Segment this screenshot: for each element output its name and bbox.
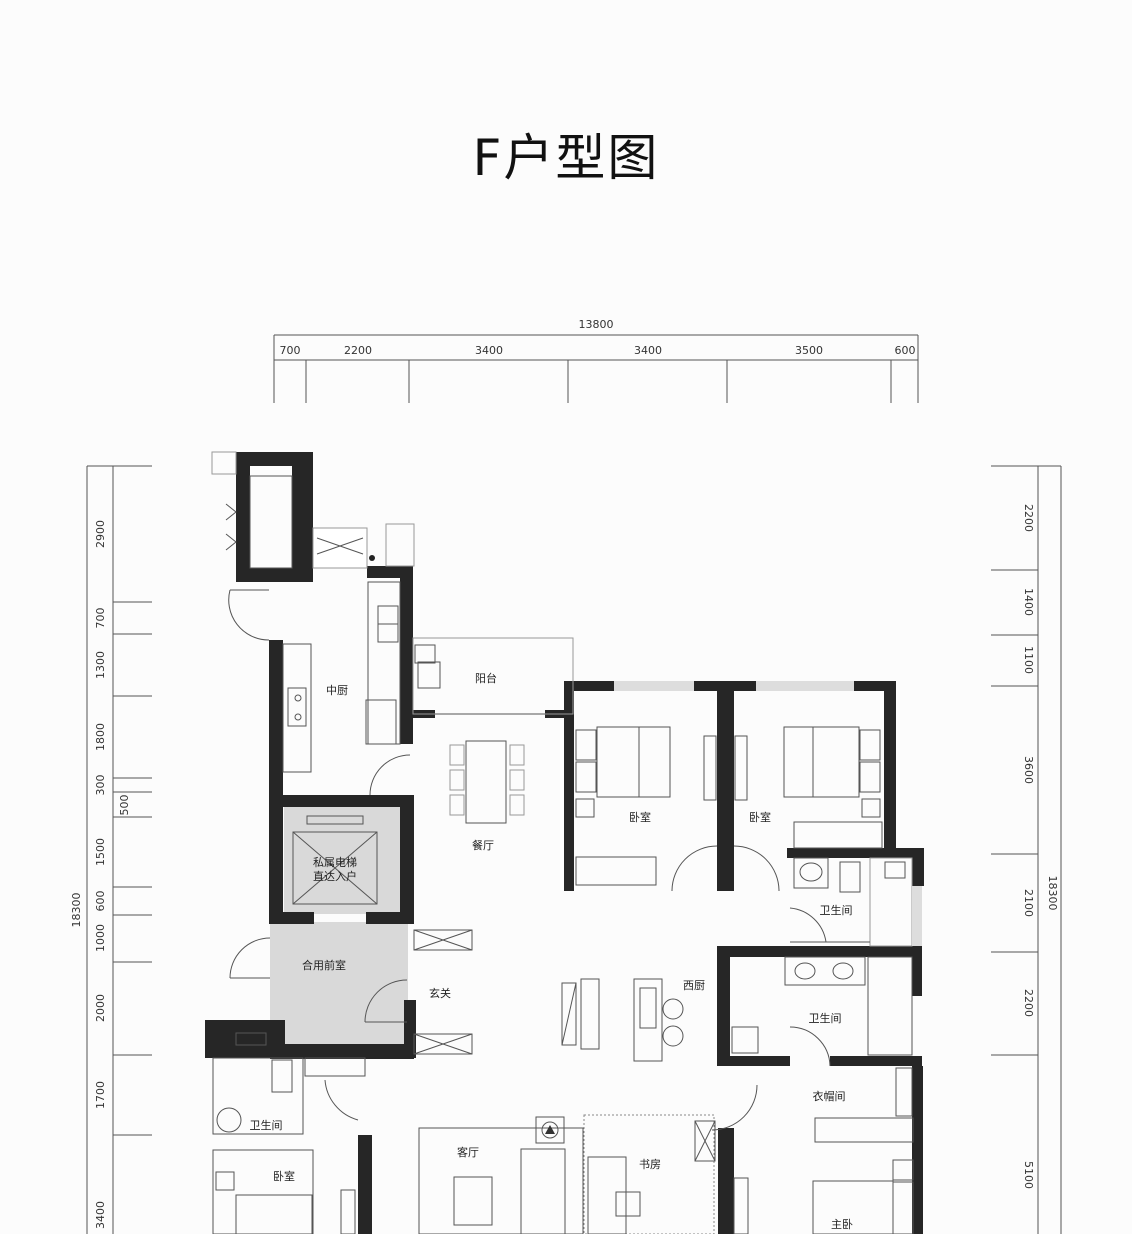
room-label-living: 客厅: [457, 1145, 479, 1159]
right-dim-1: 2200: [1022, 504, 1035, 532]
left-dim-5: 300: [94, 775, 107, 796]
fixtures: [211, 451, 922, 1234]
top-dim-2: 2200: [344, 344, 372, 357]
room-label-closet: 衣帽间: [813, 1089, 846, 1103]
left-dim-8: 600: [94, 891, 107, 912]
right-dimension: [991, 465, 1062, 1234]
left-dimension: [86, 465, 152, 1234]
room-label-bedroom-2: 卧室: [749, 810, 771, 824]
left-dim-7: 1500: [94, 838, 107, 866]
room-label-western-kitchen: 西厨: [683, 979, 705, 992]
right-dim-2: 1400: [1022, 588, 1035, 616]
room-label-elevator-1: 私属电梯: [313, 856, 357, 869]
room-label-balcony: 阳台: [475, 671, 497, 685]
room-label-elevator-2: 直达入户: [313, 869, 357, 883]
left-dim-12: 3400: [94, 1201, 107, 1229]
left-dim-10: 2000: [94, 994, 107, 1022]
room-label-study: 书房: [639, 1158, 661, 1171]
page-title: F户型图: [472, 129, 660, 187]
top-dim-5: 3500: [795, 344, 823, 357]
right-dim-6: 2200: [1022, 989, 1035, 1017]
left-dim-9: 1000: [94, 924, 107, 952]
room-label-shared-lobby: 合用前室: [302, 958, 346, 972]
room-label-foyer: 玄关: [429, 986, 451, 1000]
room-label-dining: 餐厅: [472, 838, 494, 852]
left-dim-2: 700: [94, 608, 107, 629]
room-label-bathroom-3: 卫生间: [250, 1118, 283, 1132]
shared-lobby-floor: [270, 922, 408, 1044]
right-total-dim: 18300: [1046, 876, 1059, 911]
top-dimension: [273, 334, 919, 403]
room-label-kitchen: 中厨: [326, 684, 348, 697]
top-dim-6: 600: [895, 344, 916, 357]
room-label-bedroom-1: 卧室: [629, 810, 651, 824]
top-dim-3: 3400: [475, 344, 503, 357]
left-dim-11: 1700: [94, 1081, 107, 1109]
top-total-dim: 13800: [579, 318, 614, 331]
room-label-bedroom-3: 卧室: [273, 1169, 295, 1183]
room-label-bathroom-2: 卫生间: [809, 1011, 842, 1025]
room-label-master-bedroom: 主卧: [831, 1218, 853, 1231]
left-total-dim: 18300: [70, 893, 83, 928]
left-dim-3: 1300: [94, 651, 107, 679]
right-dim-4: 3600: [1022, 756, 1035, 784]
left-dim-1: 2900: [94, 520, 107, 548]
room-label-bathroom-1: 卫生间: [820, 903, 853, 917]
walls: [205, 452, 924, 1234]
right-dim-7: 5100: [1022, 1161, 1035, 1189]
top-dim-4: 3400: [634, 344, 662, 357]
right-dim-5: 2100: [1022, 889, 1035, 917]
top-dim-1: 700: [280, 344, 301, 357]
right-dim-3: 1100: [1022, 646, 1035, 674]
left-dim-4: 1800: [94, 723, 107, 751]
left-dim-6: 500: [118, 795, 131, 816]
